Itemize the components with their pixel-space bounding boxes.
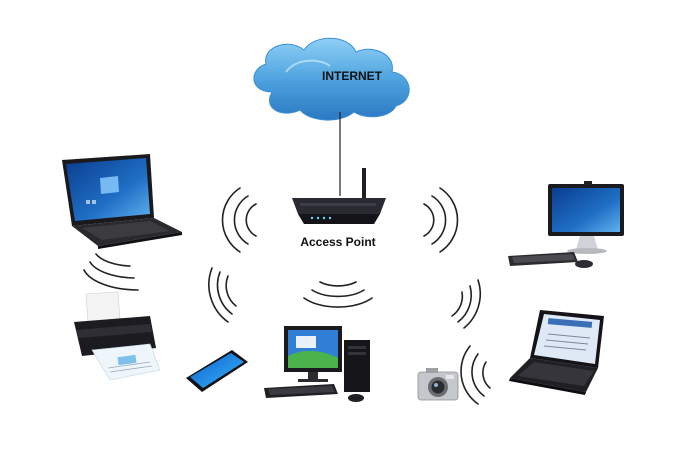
desktop-all-in-one-icon	[508, 181, 624, 268]
wifi-signal-icon	[83, 253, 139, 291]
internet-cloud-icon	[253, 37, 410, 121]
wifi-signal-icon	[460, 345, 491, 405]
wifi-signal-icon	[423, 187, 459, 253]
wifi-signal-icon	[451, 279, 482, 329]
printer-icon	[74, 291, 161, 381]
signal-waves	[83, 187, 491, 405]
wifi-signal-icon	[221, 187, 257, 253]
laptop-black-icon	[509, 310, 604, 395]
internet-label: INTERNET	[322, 69, 383, 83]
desktop-tower-icon	[264, 326, 370, 402]
laptop-windows-icon	[62, 154, 182, 249]
wifi-signal-icon	[208, 267, 237, 323]
router-icon	[292, 168, 386, 224]
wifi-signal-icon	[303, 281, 373, 308]
digital-camera-icon	[417, 368, 459, 401]
smartphone-icon	[186, 350, 248, 392]
access-point-label: Access Point	[300, 235, 375, 249]
